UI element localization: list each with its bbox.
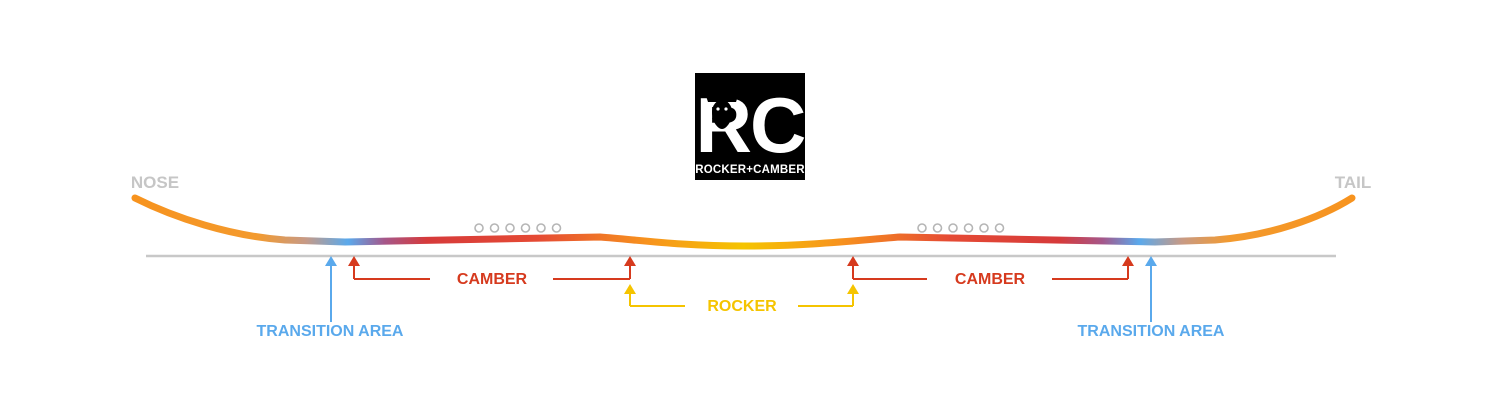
insert-dot-right [994, 223, 1005, 233]
insert-dot-right [963, 223, 974, 233]
camber-label-left: CAMBER [457, 271, 528, 288]
board-profile-curve [131, 194, 1356, 250]
insert-dot-right [932, 223, 943, 233]
camber-bracket-right [847, 256, 1134, 280]
tail-label: TAIL [1335, 173, 1372, 192]
insert-dot-left [474, 223, 484, 233]
insert-dot-left [536, 223, 546, 233]
insert-dots-right [917, 223, 1005, 233]
insert-dot-left [551, 223, 562, 233]
rocker-label: ROCKER [707, 298, 777, 315]
camber-label-right: CAMBER [955, 271, 1026, 288]
nose-label: NOSE [131, 173, 179, 192]
transition-arrow-left [325, 256, 337, 322]
transition-label-left: TRANSITION AREA [257, 323, 404, 340]
logo-caption: ROCKER+CAMBER [695, 164, 805, 176]
rocker-camber-logo: RC ROCKER+CAMBER [695, 73, 807, 180]
pirate-face-icon [706, 90, 738, 129]
insert-dot-left [505, 223, 515, 233]
transition-arrow-right [1145, 256, 1157, 322]
insert-dot-right [917, 223, 927, 233]
rocker-bracket [624, 284, 859, 307]
insert-dot-right [979, 223, 989, 233]
insert-dots-left [474, 223, 562, 233]
transition-label-right: TRANSITION AREA [1078, 323, 1225, 340]
camber-bracket-left [348, 256, 636, 280]
logo-background [695, 73, 805, 180]
insert-dot-right [948, 223, 958, 233]
insert-dot-left [489, 223, 500, 233]
insert-dot-left [520, 223, 531, 233]
